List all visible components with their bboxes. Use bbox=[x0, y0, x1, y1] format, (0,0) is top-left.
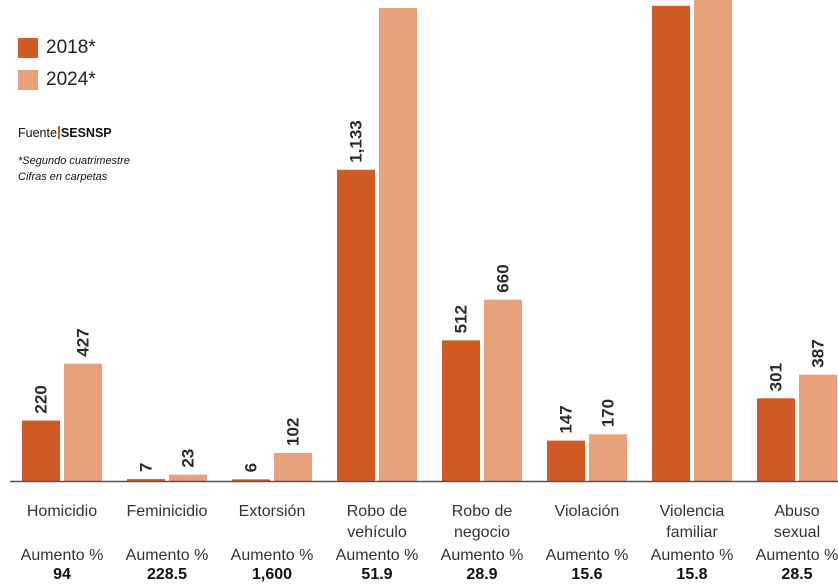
category-label: Extorsión bbox=[239, 503, 306, 520]
data-label: 427 bbox=[74, 328, 93, 356]
data-label: 220 bbox=[32, 385, 51, 413]
bar bbox=[127, 479, 165, 481]
bar bbox=[694, 0, 732, 481]
data-label: 660 bbox=[494, 264, 513, 292]
increase-label: Aumento % bbox=[21, 547, 104, 564]
bar bbox=[379, 8, 417, 481]
legend-swatch-2018 bbox=[18, 38, 38, 58]
increase-label: Aumento % bbox=[441, 547, 524, 564]
source-prefix: Fuente bbox=[18, 126, 57, 140]
legend: 2018* 2024* bbox=[18, 32, 96, 96]
bar bbox=[232, 479, 270, 481]
data-label: 301 bbox=[767, 363, 786, 391]
category-label: negocio bbox=[454, 524, 510, 541]
increase-value: 15.8 bbox=[676, 566, 707, 583]
category-label: familiar bbox=[666, 524, 718, 541]
increase-value: 1,600 bbox=[252, 566, 292, 583]
data-label: 1,722 bbox=[389, 0, 408, 1]
legend-item-2024: 2024* bbox=[18, 64, 96, 96]
increase-label: Aumento % bbox=[546, 547, 629, 564]
category-label: Violación bbox=[555, 503, 620, 520]
bar bbox=[547, 440, 585, 481]
category-label: Homicidio bbox=[27, 503, 97, 520]
data-label: 512 bbox=[452, 305, 471, 333]
increase-label: Aumento % bbox=[126, 547, 209, 564]
increase-value: 51.9 bbox=[361, 566, 392, 583]
data-label: 23 bbox=[179, 449, 198, 468]
note-line-1: *Segundo cuatrimestre bbox=[18, 155, 130, 167]
increase-value: 28.5 bbox=[781, 566, 812, 583]
legend-swatch-2024 bbox=[18, 70, 38, 90]
bar bbox=[484, 299, 522, 481]
increase-value: 228.5 bbox=[147, 566, 187, 583]
increase-label: Aumento % bbox=[231, 547, 314, 564]
data-label: 6 bbox=[242, 463, 261, 472]
bar bbox=[799, 374, 837, 481]
category-label: sexual bbox=[774, 524, 820, 541]
source-separator bbox=[57, 126, 60, 139]
bar bbox=[64, 363, 102, 481]
increase-label: Aumento % bbox=[651, 547, 734, 564]
bar bbox=[169, 474, 207, 481]
legend-label-2018: 2018* bbox=[46, 37, 96, 58]
bar bbox=[589, 434, 627, 481]
category-label: vehículo bbox=[347, 524, 407, 541]
bar bbox=[337, 169, 375, 482]
source-org: SESNSP bbox=[60, 126, 112, 140]
bar bbox=[652, 5, 690, 482]
category-label: Abuso bbox=[774, 503, 819, 520]
bar bbox=[757, 398, 795, 481]
category-label: Robo de bbox=[452, 503, 513, 520]
note-line-2: Cifras en carpetas bbox=[18, 171, 108, 183]
increase-value: 15.6 bbox=[571, 566, 602, 583]
data-label: 170 bbox=[599, 399, 618, 427]
increase-label: Aumento % bbox=[756, 547, 838, 564]
data-label: 387 bbox=[809, 339, 828, 367]
data-label: 7 bbox=[137, 463, 156, 472]
category-label: Robo de bbox=[347, 503, 408, 520]
bar bbox=[274, 452, 312, 481]
data-label: 147 bbox=[557, 405, 576, 433]
data-label: 1,133 bbox=[347, 120, 366, 163]
category-label: Violencia bbox=[660, 503, 725, 520]
data-label: 102 bbox=[284, 418, 303, 446]
bar bbox=[22, 420, 60, 481]
increase-label: Aumento % bbox=[336, 547, 419, 564]
legend-item-2018: 2018* bbox=[18, 32, 96, 64]
category-label: Feminicidio bbox=[127, 503, 208, 520]
bar bbox=[442, 340, 480, 481]
chart-notes: *Segundo cuatrimestre Cifras en carpetas bbox=[18, 153, 130, 185]
increase-value: 94 bbox=[53, 566, 71, 583]
legend-label-2024: 2024* bbox=[46, 69, 96, 90]
increase-value: 28.9 bbox=[466, 566, 497, 583]
